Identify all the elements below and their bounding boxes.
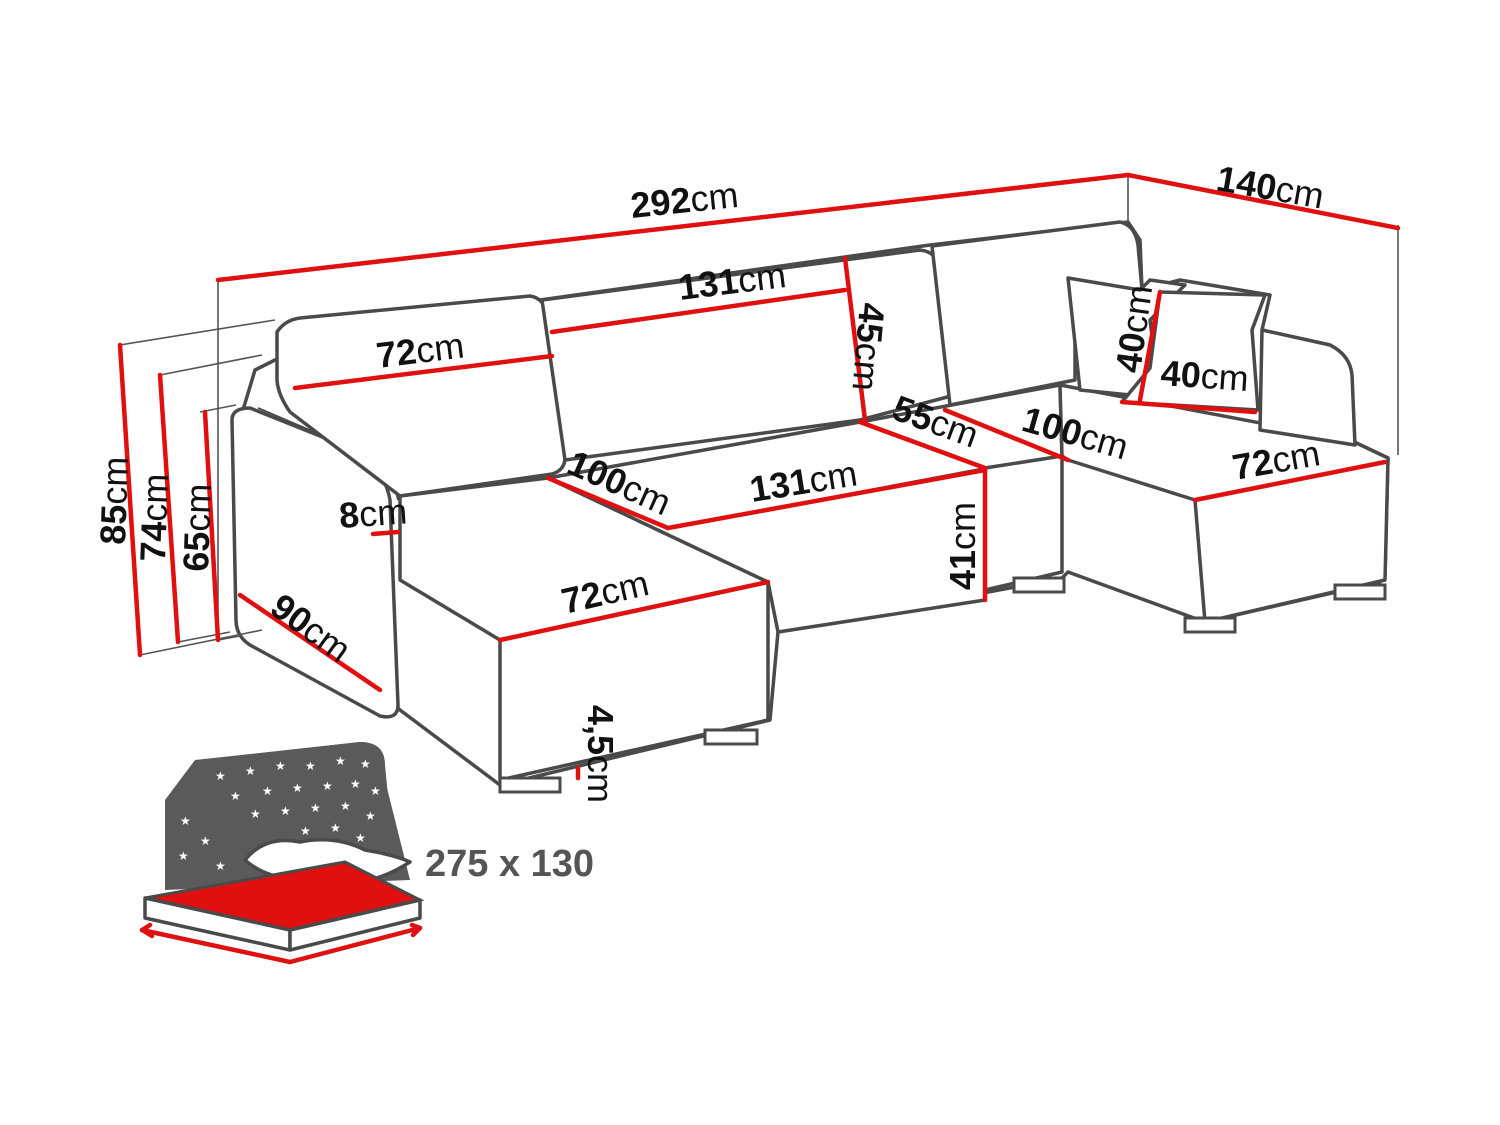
svg-text:★: ★: [322, 779, 333, 793]
label-85: 85cm: [92, 456, 136, 545]
extension-lines: [119, 175, 1399, 656]
svg-text:★: ★: [215, 859, 226, 873]
dim-line-90: [237, 592, 383, 693]
svg-text:★: ★: [350, 777, 361, 791]
pillow-right: [1120, 290, 1267, 412]
label-292: 292cm: [629, 174, 741, 226]
label-4-5: 4,5cm: [580, 705, 621, 803]
leg-4: [1183, 616, 1237, 634]
left-armrest: [230, 406, 400, 719]
svg-text:★: ★: [365, 809, 376, 823]
dim-line-72-back: [292, 353, 555, 391]
svg-text:★: ★: [310, 801, 321, 815]
label-65: 65cm: [175, 483, 219, 572]
label-45: 45cm: [844, 301, 893, 392]
dim-line-85: [117, 342, 143, 658]
label-8: 8cm: [338, 490, 409, 536]
dim-line-65: [202, 409, 221, 643]
svg-text:★: ★: [300, 824, 311, 838]
stars: ★★★ ★★★ ★★★ ★★★ ★★★ ★★★ ★★★ ★★★: [178, 754, 381, 873]
label-41: 41cm: [942, 502, 983, 590]
label-72-right: 72cm: [1229, 432, 1323, 488]
svg-text:★: ★: [178, 849, 189, 863]
dim-line-140: [1125, 172, 1401, 231]
bed-dim-side: [287, 925, 423, 965]
label-131-back: 131cm: [676, 254, 788, 308]
svg-text:★: ★: [360, 757, 371, 771]
svg-text:★: ★: [370, 784, 381, 798]
dim-line-45: [842, 255, 868, 423]
dim-line-74: [157, 372, 181, 645]
bed-dim-front: [139, 927, 293, 965]
dim-line-131-back: [549, 287, 848, 335]
leg-1: [498, 776, 562, 794]
sofa-outline: [230, 220, 1390, 794]
svg-text:★: ★: [180, 814, 191, 828]
dimension-labels: 292cm 140cm 131cm 72cm 45cm 40cm 40cm 85…: [92, 158, 1327, 804]
svg-text:★: ★: [340, 799, 351, 813]
dim-line-100-left: [545, 475, 671, 531]
sleeping-area-icon: ★★★ ★★★ ★★★ ★★★ ★★★ ★★★ ★★★ ★★★ 275 x 13…: [139, 742, 594, 965]
dimension-lines: [117, 172, 1401, 781]
svg-text:★: ★: [215, 769, 226, 783]
label-40h: 40cm: [1159, 352, 1250, 399]
dim-line-8: [370, 529, 401, 537]
svg-text:★: ★: [292, 781, 303, 795]
svg-text:★: ★: [275, 759, 286, 773]
leg-5: [1333, 583, 1387, 601]
svg-text:★: ★: [262, 784, 273, 798]
dim-line-72-chaise: [497, 579, 771, 643]
svg-text:★: ★: [230, 789, 241, 803]
sleeping-area-label: 275 x 130: [425, 843, 594, 885]
svg-text:★: ★: [335, 754, 346, 768]
dim-line-100-right: [942, 407, 1071, 463]
dim-line-131-seat: [665, 467, 988, 531]
right-armrest: [1258, 328, 1357, 447]
label-74: 74cm: [132, 473, 176, 562]
mattress-side: [288, 898, 422, 952]
svg-text:★: ★: [245, 764, 256, 778]
leg-2: [703, 728, 759, 746]
right-connector-block: [983, 454, 1064, 592]
label-100-left: 100cm: [562, 442, 677, 523]
svg-text:★: ★: [305, 759, 316, 773]
dim-line-40h: [1119, 399, 1258, 415]
svg-text:★: ★: [200, 834, 211, 848]
leg-3: [1012, 576, 1066, 594]
svg-text:★: ★: [330, 821, 341, 835]
svg-text:★: ★: [250, 807, 261, 821]
label-131-seat: 131cm: [747, 452, 860, 509]
dim-line-55: [857, 419, 988, 471]
dim-line-292: [215, 172, 1131, 283]
label-140: 140cm: [1214, 158, 1328, 217]
dim-line-40v: [1137, 289, 1163, 403]
label-72-chaise: 72cm: [558, 562, 653, 622]
dim-line-72-right: [1192, 459, 1388, 503]
right-chaise-corner: [1194, 499, 1206, 623]
label-40v: 40cm: [1107, 282, 1160, 375]
svg-text:★: ★: [355, 831, 366, 845]
night-sky-right: [200, 742, 395, 870]
label-72-back: 72cm: [374, 325, 466, 376]
svg-text:★: ★: [280, 804, 291, 818]
